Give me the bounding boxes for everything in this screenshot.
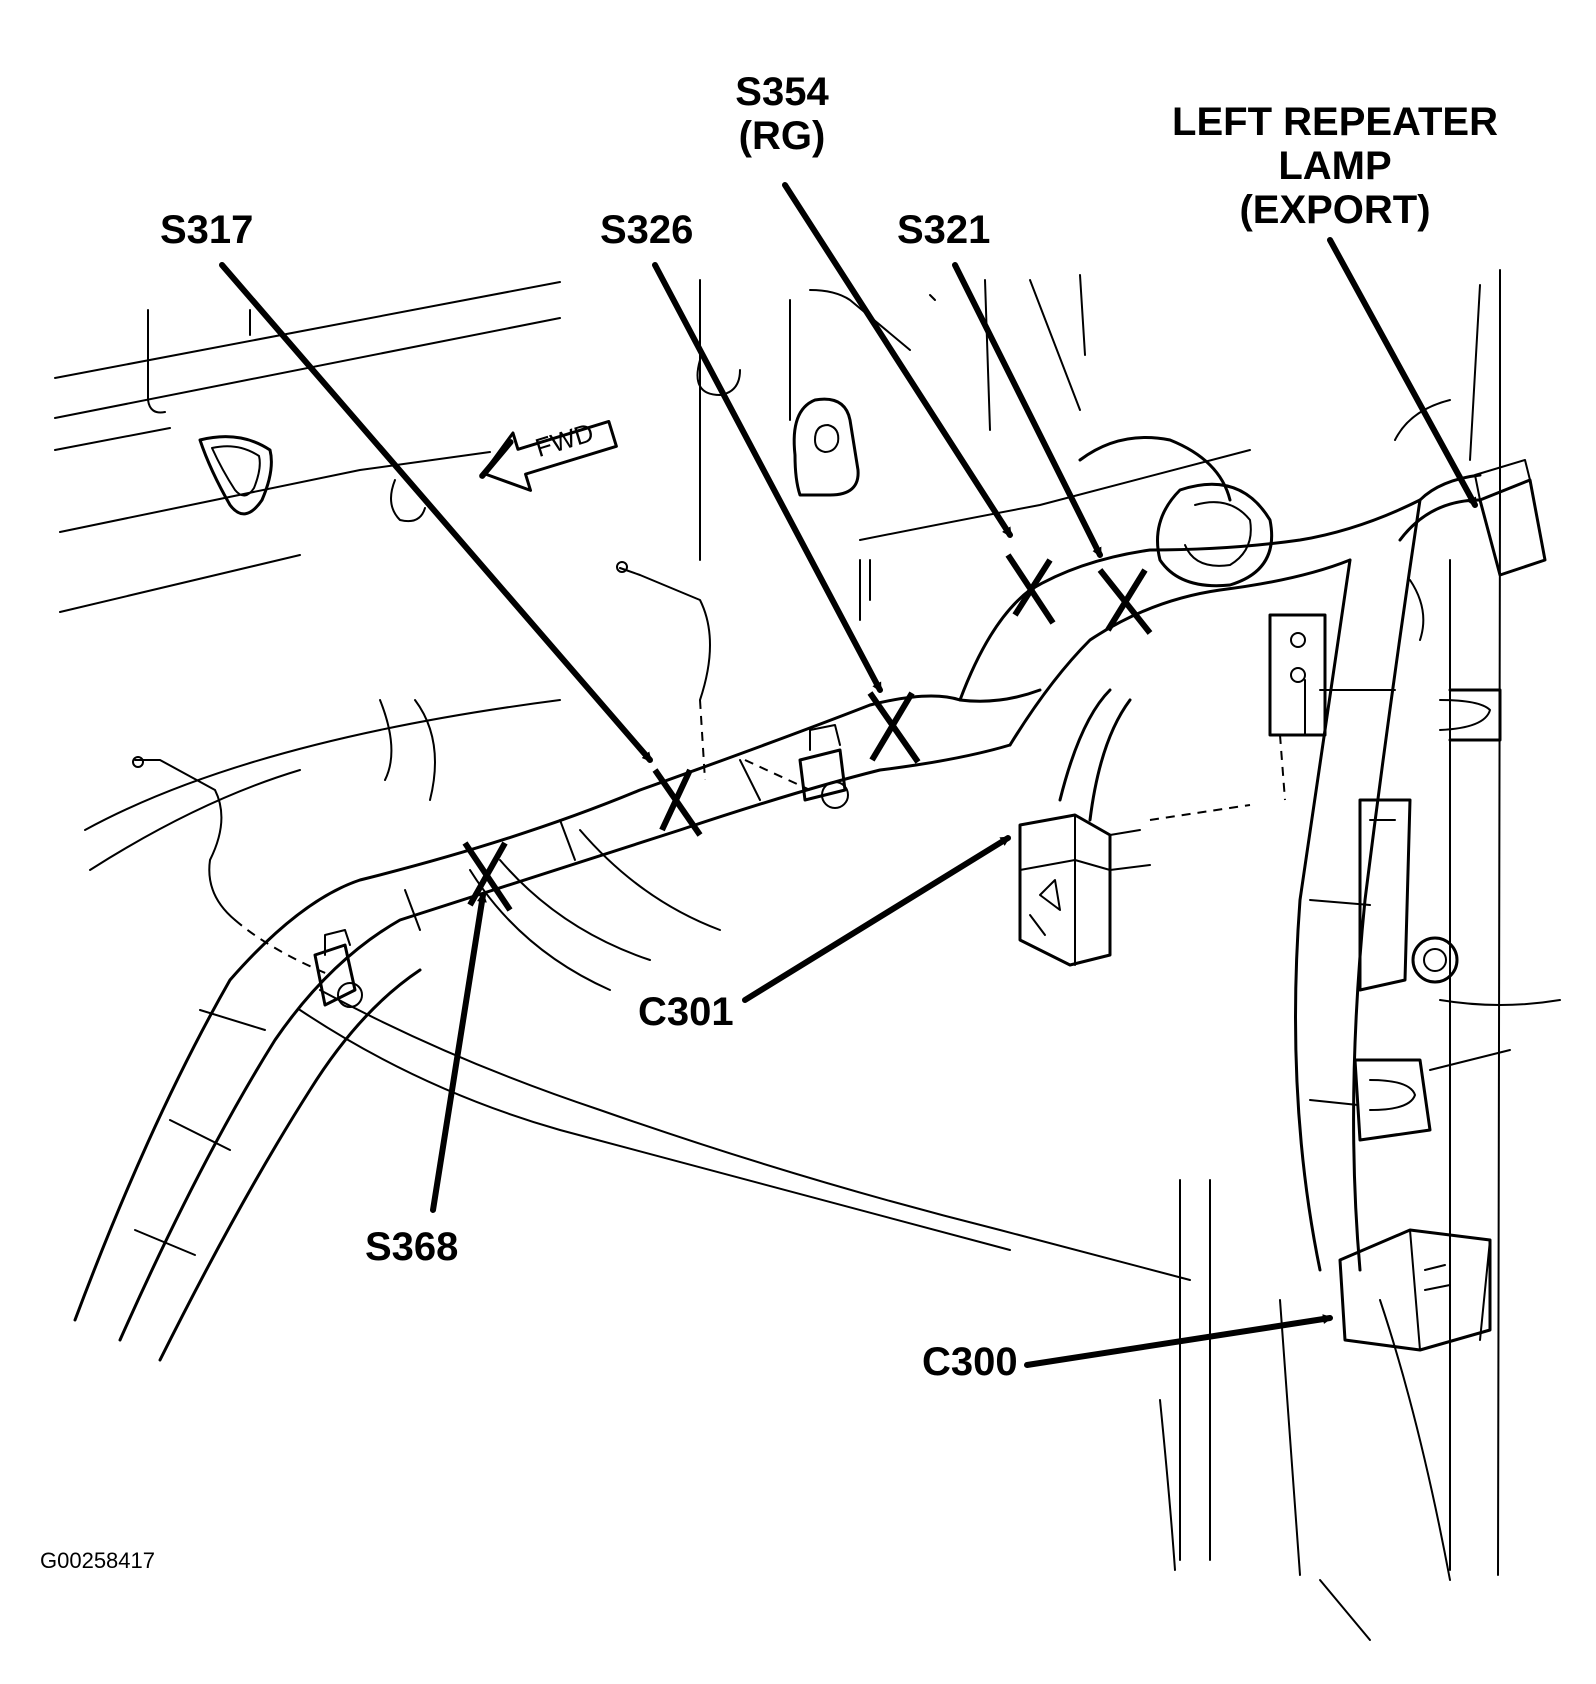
splice-mark-s321 — [1097, 568, 1153, 635]
leader-c300 — [1024, 1314, 1333, 1368]
label-left-repeater-line2: LAMP — [1278, 144, 1392, 188]
leader-s321 — [952, 262, 1103, 558]
harness-clip-middle — [798, 724, 849, 809]
leader-s368 — [430, 892, 487, 1213]
splice-mark-s368 — [462, 841, 513, 912]
leader-s326 — [652, 262, 883, 693]
label-s321: S321 — [897, 208, 991, 252]
vehicle-body-linework — [54, 269, 1561, 1641]
leader-lines — [219, 182, 1478, 1368]
leader-s354 — [782, 182, 1013, 538]
splice-mark-s326 — [867, 691, 921, 764]
label-c301: C301 — [638, 990, 734, 1034]
leader-s317 — [219, 262, 653, 763]
figure-id: G00258417 — [40, 1548, 155, 1573]
connector-c301-body — [1018, 813, 1151, 967]
label-s317: S317 — [160, 208, 254, 252]
label-s326: S326 — [600, 208, 694, 252]
leader-c301 — [742, 835, 1011, 1003]
label-left-repeater-line1: LEFT REPEATER — [1172, 100, 1498, 144]
connector-c300-body — [1338, 1228, 1492, 1352]
label-s354-id: S354 — [735, 70, 829, 114]
forward-arrow-icon — [479, 419, 618, 492]
wire-harness — [73, 436, 1482, 1362]
label-s354: S354 (RG) — [722, 70, 842, 158]
label-left-repeater-line3: (EXPORT) — [1239, 188, 1431, 232]
label-c300: C300 — [922, 1340, 1018, 1384]
label-s368: S368 — [365, 1225, 459, 1269]
harness-clip-left — [313, 929, 363, 1008]
leader-left-repeater — [1327, 237, 1478, 508]
label-s354-note: (RG) — [738, 114, 826, 158]
left-repeater-lamp-connector — [1474, 459, 1547, 577]
splice-mark-s354 — [1005, 553, 1056, 625]
splice-mark-s317 — [652, 768, 703, 837]
label-left-repeater-lamp: LEFT REPEATER LAMP (EXPORT) — [1160, 100, 1510, 232]
